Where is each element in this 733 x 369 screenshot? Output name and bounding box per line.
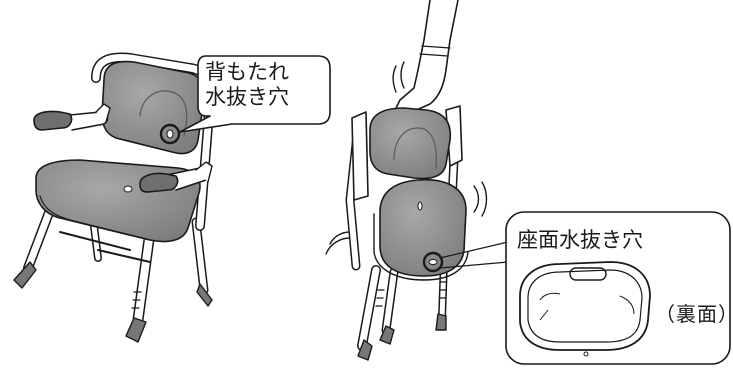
backrest-drain-label-line1: 背もたれ <box>205 60 289 84</box>
left-armrest-pad <box>33 110 73 131</box>
left-seat-cushion <box>35 159 201 243</box>
backrest-drain-label: 背もたれ 水抜き穴 <box>205 60 289 110</box>
right-armrest-pad <box>139 172 179 193</box>
seat-drain-hole-marker <box>422 251 444 273</box>
hand-arm <box>395 0 459 113</box>
underside-label: （裏面） <box>655 302 733 326</box>
right-seat-cushion <box>379 178 467 277</box>
left-chair <box>13 52 216 343</box>
backrest-callout-box <box>179 55 331 133</box>
seat-drain-label: 座面水抜き穴 <box>517 228 643 252</box>
right-chair <box>325 0 509 361</box>
seat-callout-box <box>505 211 731 365</box>
seat-underside-view <box>519 261 651 357</box>
left-backrest-cushion <box>101 60 206 155</box>
backrest-drain-hole-marker <box>159 123 181 145</box>
right-backrest-cushion <box>369 107 452 180</box>
backrest-drain-label-line2: 水抜き穴 <box>205 84 289 109</box>
